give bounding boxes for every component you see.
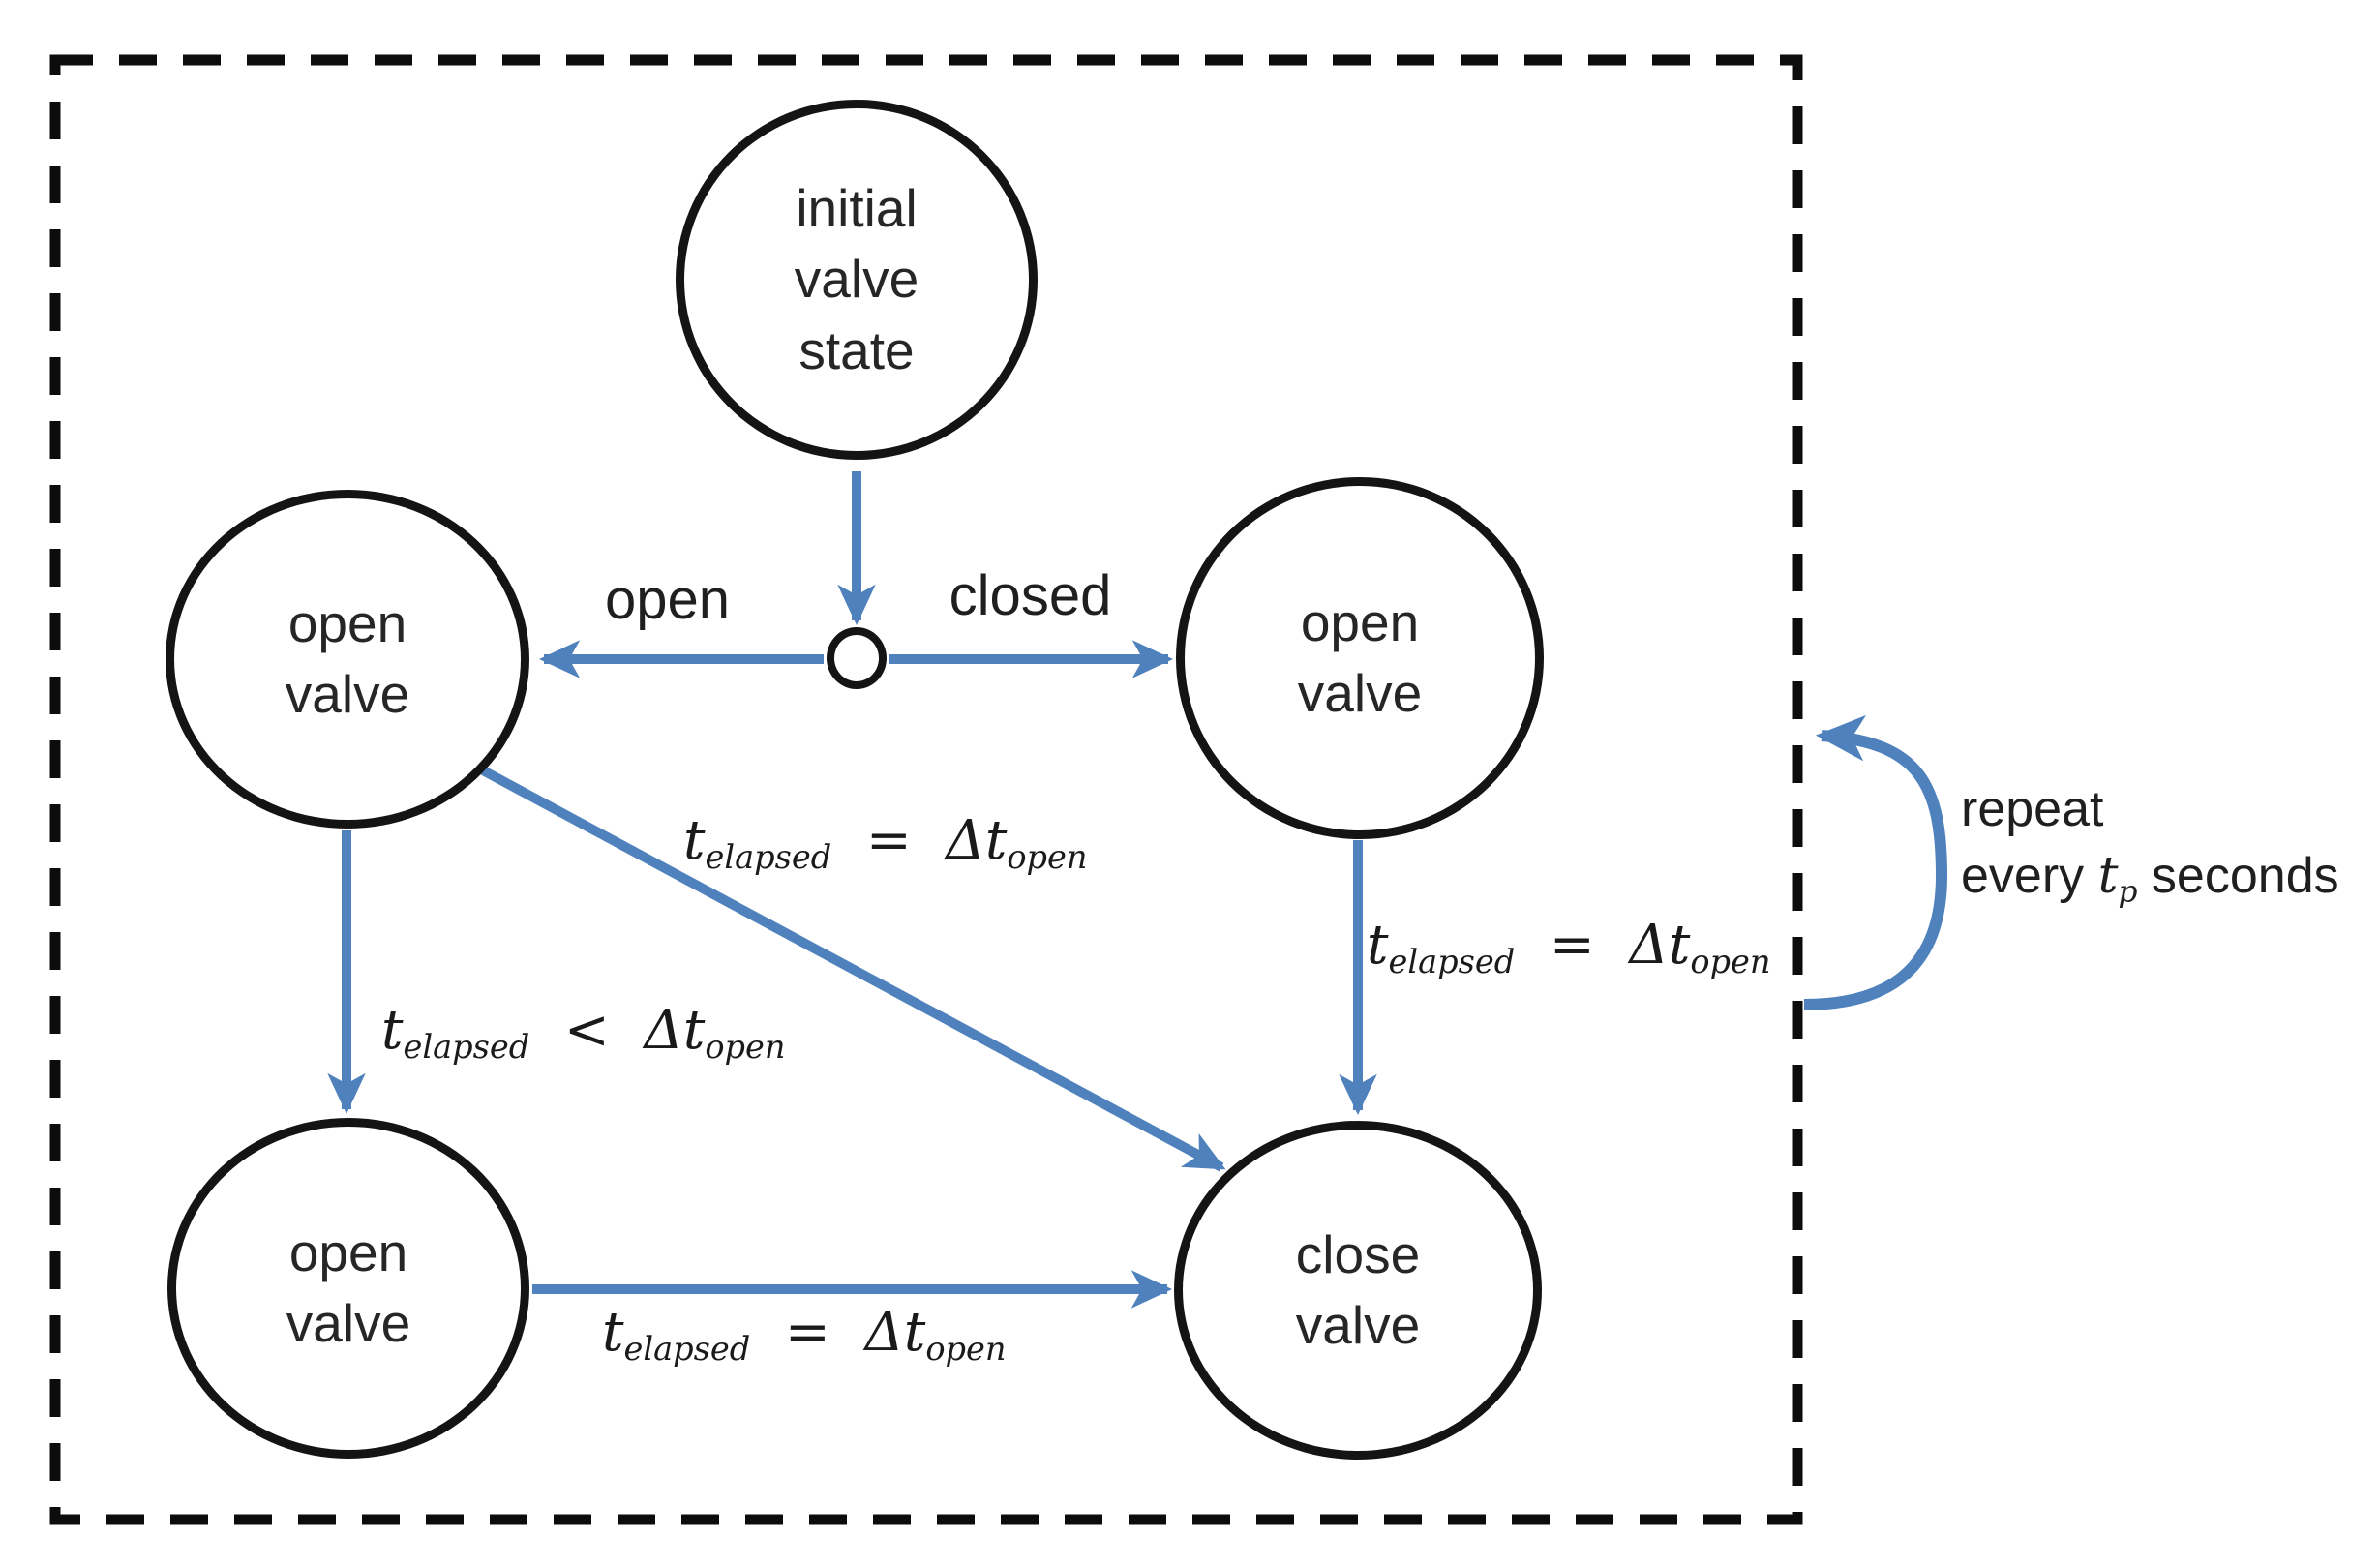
- edge-label-t-elapsed-equals-dt-open-diagonal: telapsed = Δtopen: [683, 809, 1088, 877]
- repeat-annotation: repeat every tp seconds: [1961, 776, 2339, 909]
- repeat-line1: repeat: [1961, 781, 2104, 837]
- edge-repeat-loop: [1803, 714, 1948, 1010]
- node-label: close valve: [1295, 1223, 1421, 1355]
- t-p-symbol: tp: [2097, 846, 2138, 909]
- edge-open-left-to-close-diagonal: [480, 766, 1226, 1172]
- node-branch-point: [827, 627, 887, 689]
- node-open-valve-bottom: open valve: [167, 1118, 529, 1459]
- node-initial-valve-state: initial valve state: [676, 100, 1038, 460]
- repeat-line2: every tp seconds: [1961, 846, 2339, 909]
- node-open-valve-left: open valve: [166, 490, 529, 829]
- edge-label-t-elapsed-less-than-dt-open: telapsed < Δtopen: [381, 999, 786, 1067]
- node-close-valve: close valve: [1174, 1121, 1542, 1460]
- node-label: open valve: [285, 592, 410, 724]
- edge-label-t-elapsed-equals-dt-open-right: telapsed = Δtopen: [1367, 914, 1771, 981]
- edge-label-open: open: [604, 568, 731, 631]
- node-label: open valve: [286, 1221, 411, 1353]
- node-label: open valve: [1297, 591, 1423, 723]
- edge-label-t-elapsed-equals-dt-open-bottom: telapsed = Δtopen: [602, 1301, 1007, 1369]
- node-label: initial valve state: [794, 178, 919, 380]
- node-open-valve-right: open valve: [1176, 477, 1544, 839]
- edge-label-closed: closed: [949, 564, 1112, 627]
